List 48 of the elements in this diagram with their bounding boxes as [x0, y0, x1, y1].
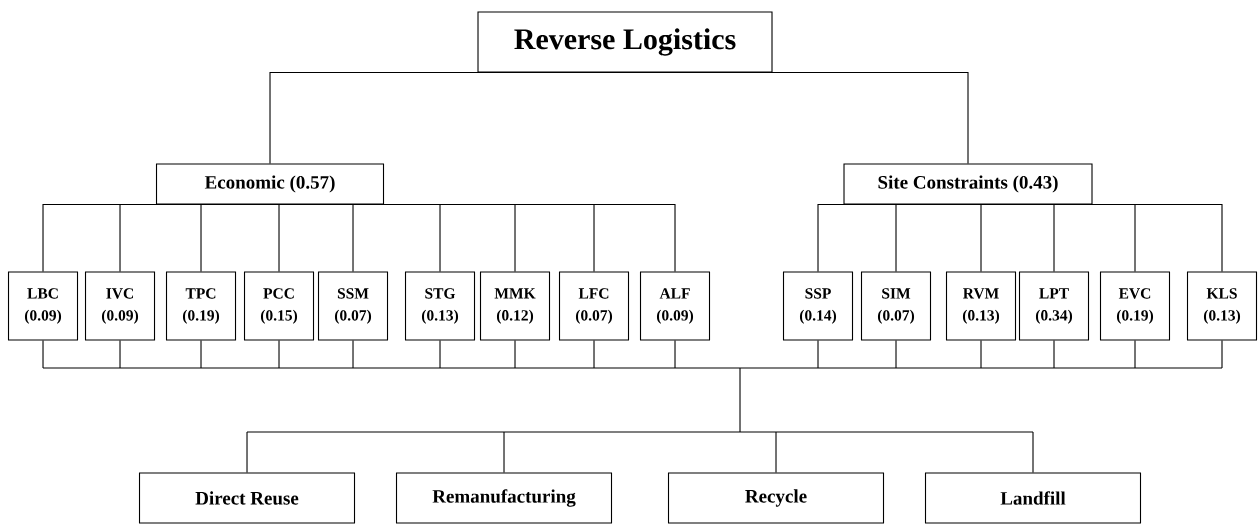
connector-line [200, 340, 202, 369]
connector-line [119, 340, 121, 369]
connector-line [1053, 340, 1055, 369]
connector-line [674, 340, 676, 369]
subcriterion-box: EVC (0.19) [1099, 271, 1171, 341]
subcriterion-box: MMK (0.12) [479, 271, 551, 341]
connector-line [967, 204, 1223, 272]
alternative-box: Landfill [924, 472, 1142, 524]
connector-line [1032, 431, 1034, 473]
connector-line [593, 340, 595, 369]
connector-line [895, 204, 969, 272]
subcriterion-box: KLS (0.13) [1186, 271, 1258, 341]
subcriterion-box: IVC (0.09) [84, 271, 156, 341]
connector-line [980, 340, 982, 369]
subcriterion-box: PCC (0.15) [243, 271, 315, 341]
alternative-box: Direct Reuse [138, 472, 356, 524]
connector-line [278, 340, 280, 369]
subcriterion-box: TPC (0.19) [165, 271, 237, 341]
criterion-box: Economic (0.57) [155, 163, 385, 205]
subcriterion-box: SSP (0.14) [782, 271, 854, 341]
connector-line [895, 340, 897, 369]
connector-line [200, 204, 271, 272]
subcriterion-box: SIM (0.07) [860, 271, 932, 341]
criterion-box: Site Constraints (0.43) [843, 163, 1093, 205]
connector-line [352, 340, 354, 369]
connector-line [1134, 340, 1136, 369]
connector-line [624, 72, 969, 164]
alternative-box: Recycle [667, 472, 885, 524]
connector-line [42, 367, 1223, 433]
connector-line [246, 431, 248, 473]
subcriterion-box: SSM (0.07) [317, 271, 389, 341]
subcriterion-box: RVM (0.13) [945, 271, 1017, 341]
alternative-box: Remanufacturing [395, 472, 613, 524]
subcriterion-box: LFC (0.07) [558, 271, 630, 341]
connector-line [817, 340, 819, 369]
subcriterion-box: STG (0.13) [404, 271, 476, 341]
connector-line [775, 431, 777, 473]
subcriterion-box: LBC (0.09) [7, 271, 79, 341]
goal-box: Reverse Logistics [477, 11, 773, 73]
subcriterion-box: ALF (0.09) [639, 271, 711, 341]
connector-line [439, 340, 441, 369]
connector-line [503, 431, 505, 473]
connector-line [269, 204, 676, 272]
connector-line [42, 340, 44, 369]
connector-line [269, 72, 626, 164]
connector-line [1221, 340, 1223, 369]
connector-line [514, 340, 516, 369]
subcriterion-box: LPT (0.34) [1018, 271, 1090, 341]
